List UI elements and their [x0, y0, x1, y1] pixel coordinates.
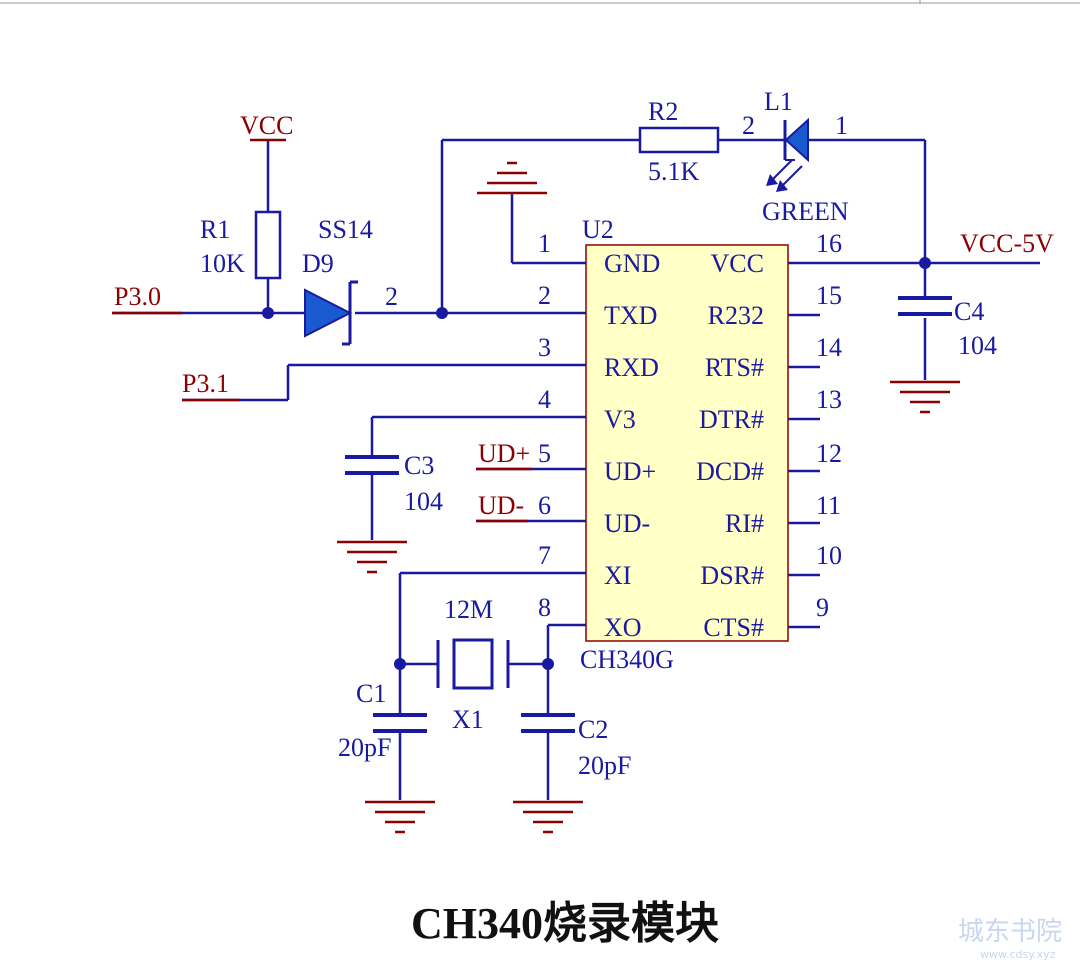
- junction-xi: [394, 658, 406, 670]
- c1-value: 20pF: [338, 733, 391, 762]
- d9-diode: [304, 280, 358, 346]
- r2-resistor: [638, 126, 720, 154]
- vcc5v-label: VCC-5V: [960, 229, 1054, 258]
- gnd-c4: [890, 380, 960, 414]
- u2-pin-num: 5: [538, 439, 551, 468]
- watermark-site: www.cdsy.xyz: [980, 948, 1056, 961]
- u2-ic-body: [585, 244, 789, 642]
- u2-pin-name: RTS#: [705, 353, 764, 382]
- r1-value: 10K: [200, 249, 245, 278]
- x1-ref: X1: [452, 705, 484, 734]
- junctions: [262, 257, 931, 670]
- u2-pin-name: CTS#: [703, 613, 764, 642]
- d9-pin2: 2: [385, 282, 398, 311]
- u2-pin-num: 14: [816, 333, 842, 362]
- u2-pin-name: RXD: [604, 353, 659, 382]
- u2-pin-num: 8: [538, 593, 551, 622]
- l1-pin1: 1: [835, 111, 848, 140]
- r2-ref: R2: [648, 97, 678, 126]
- gnd-c2: [513, 800, 583, 834]
- u2-pin-num: 15: [816, 281, 842, 310]
- net-underlines: [112, 311, 532, 523]
- u2-pin-name: XI: [604, 561, 631, 590]
- u2-ref: U2: [582, 215, 614, 244]
- junction-vcc5v: [919, 257, 931, 269]
- r2-value: 5.1K: [648, 157, 700, 186]
- ground-symbols: [337, 161, 960, 834]
- c2-capacitor: [521, 713, 575, 733]
- u2-pin-name: DTR#: [699, 405, 764, 434]
- r2-pin2: 2: [742, 111, 755, 140]
- gnd-c1: [365, 800, 435, 834]
- u2-pin-name: RI#: [725, 509, 764, 538]
- gnd-u2: [477, 161, 547, 195]
- udm-label: UD-: [478, 491, 524, 520]
- u2-pin-num: 3: [538, 333, 551, 362]
- junction-r1: [262, 307, 274, 319]
- wires: [112, 138, 1040, 800]
- c1-ref: C1: [356, 679, 386, 708]
- c3-ref: C3: [404, 451, 434, 480]
- d9-part: SS14: [318, 215, 373, 244]
- u2-pin-num: 13: [816, 385, 842, 414]
- c2-value: 20pF: [578, 751, 631, 780]
- u2-pin-name: R232: [708, 301, 764, 330]
- u2-pin-num: 10: [816, 541, 842, 570]
- u2-pin-num: 9: [816, 593, 829, 622]
- u2-pin-num: 4: [538, 385, 551, 414]
- c4-ref: C4: [954, 297, 984, 326]
- u2-pin-num: 12: [816, 439, 842, 468]
- l1-ref: L1: [764, 87, 793, 116]
- u2-pin-num: 2: [538, 281, 551, 310]
- x1-freq: 12M: [444, 595, 493, 624]
- c4-value: 104: [958, 331, 997, 360]
- junction-xo: [542, 658, 554, 670]
- u2-pin-name: UD+: [604, 457, 656, 486]
- u2-pin-num: 16: [816, 229, 842, 258]
- diagram-caption: CH340烧录模块: [411, 899, 719, 948]
- l1-color: GREEN: [762, 197, 849, 226]
- c1-capacitor: [373, 713, 427, 733]
- x1-crystal: [436, 638, 510, 690]
- watermark-name: 城东书院: [958, 917, 1062, 947]
- u2-pin-num: 7: [538, 541, 551, 570]
- u2-pin-name: TXD: [604, 301, 657, 330]
- c4-capacitor: [898, 296, 952, 316]
- r1-resistor: [254, 210, 282, 280]
- r1-ref: R1: [200, 215, 230, 244]
- u2-part: CH340G: [580, 645, 674, 674]
- p30-label: P3.0: [114, 282, 161, 311]
- u2-pin-name: DSR#: [700, 561, 764, 590]
- vcc-label: VCC: [240, 111, 293, 140]
- u2-pin-name: VCC: [711, 249, 764, 278]
- u2-pin-num: 6: [538, 491, 551, 520]
- u2-pin-num: 11: [816, 491, 841, 520]
- c3-value: 104: [404, 487, 443, 516]
- l1-led: [766, 117, 809, 192]
- u2-pin-name: GND: [604, 249, 660, 278]
- c2-ref: C2: [578, 715, 608, 744]
- junction-txd: [436, 307, 448, 319]
- udp-label: UD+: [478, 439, 530, 468]
- u2-pin-name: XO: [604, 613, 642, 642]
- gnd-c3: [337, 540, 407, 574]
- u2-pin-name: UD-: [604, 509, 650, 538]
- c3-capacitor: [345, 455, 399, 475]
- u2-pin-name: DCD#: [696, 457, 764, 486]
- d9-ref: D9: [302, 249, 334, 278]
- p31-label: P3.1: [182, 369, 229, 398]
- u2-pin-name: V3: [604, 405, 636, 434]
- u2-pin-num: 1: [538, 229, 551, 258]
